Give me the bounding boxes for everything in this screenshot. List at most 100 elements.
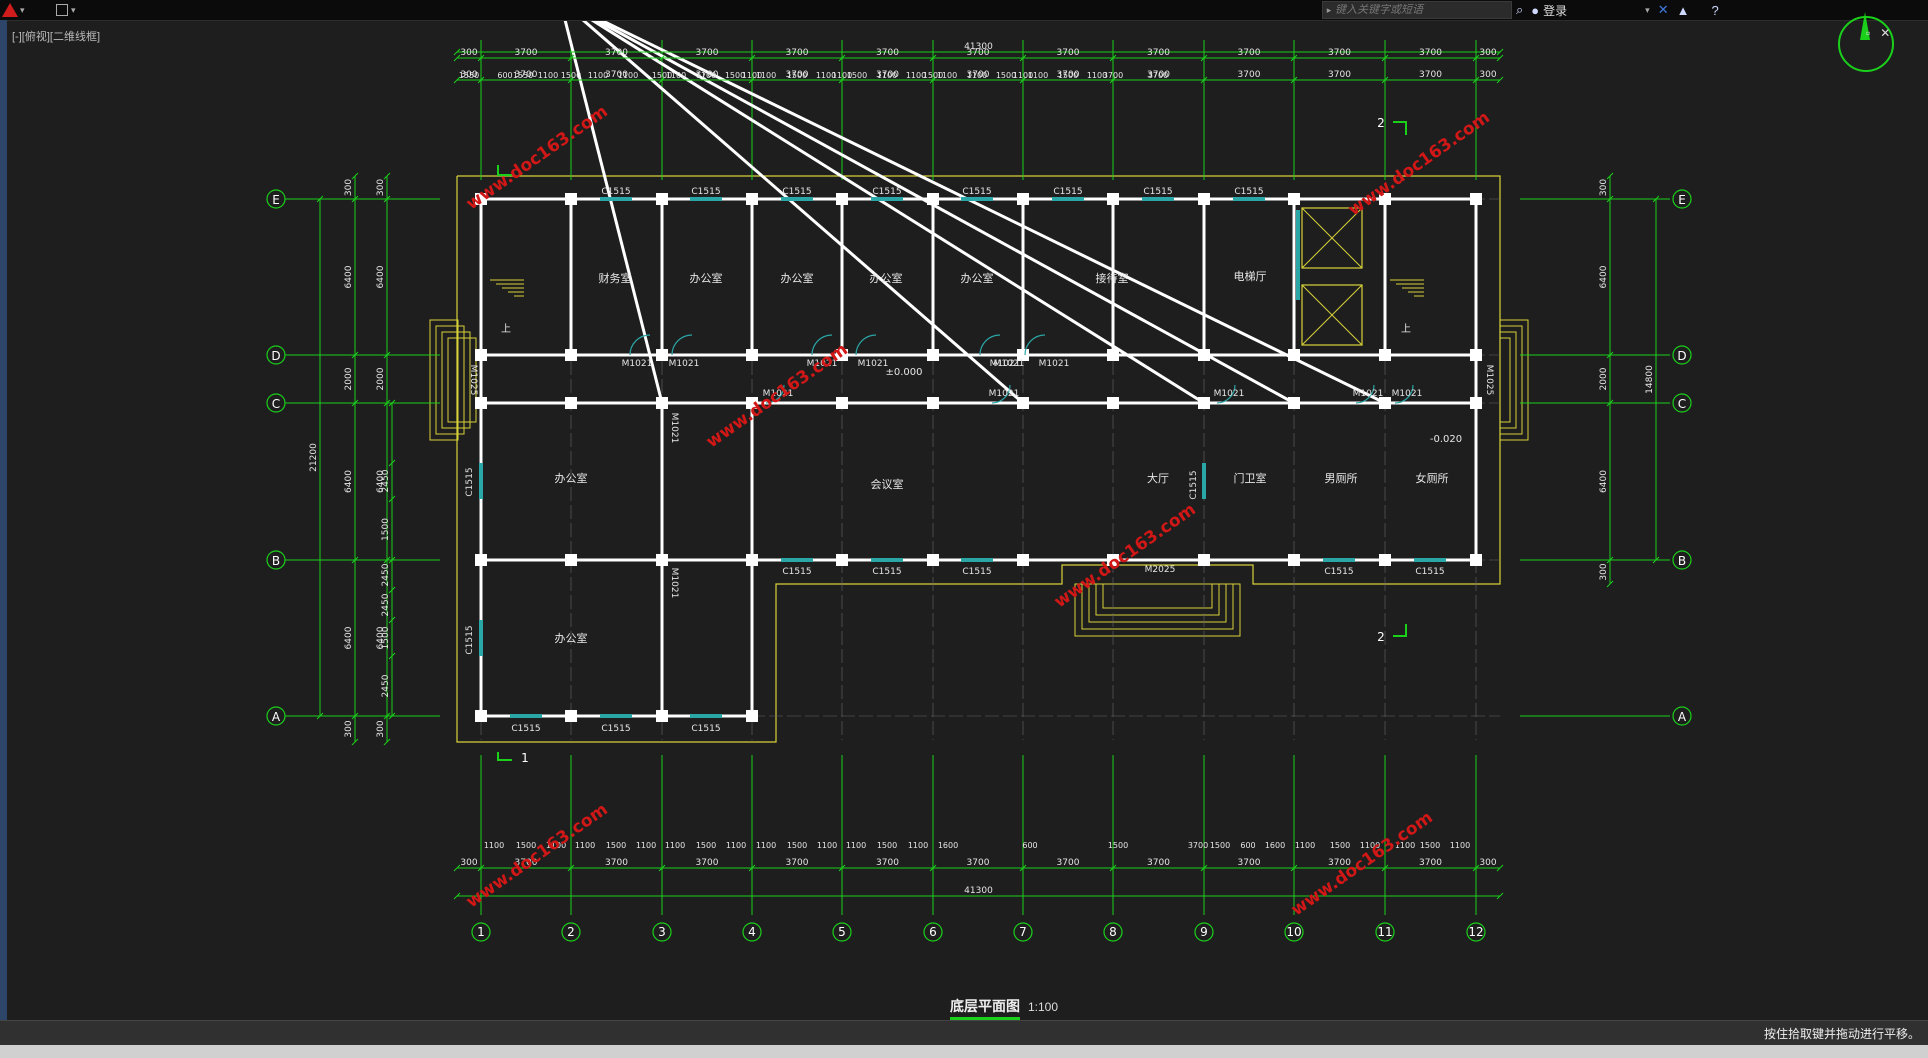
dim-detail-top-tick bbox=[1290, 76, 1298, 84]
room-label: 会议室 bbox=[871, 477, 904, 491]
entrance-steps bbox=[1088, 583, 1227, 623]
dim-right-tick bbox=[1606, 580, 1614, 588]
column bbox=[1379, 397, 1391, 409]
column bbox=[1107, 349, 1119, 361]
user-icon: ● bbox=[1531, 2, 1540, 18]
dim-right-tick bbox=[1606, 195, 1614, 203]
column bbox=[475, 349, 487, 361]
dim-detail-top-tick bbox=[1381, 76, 1389, 84]
dim-detail-top-label: 3700 bbox=[1419, 70, 1442, 80]
axis-bubble bbox=[923, 922, 943, 942]
column bbox=[475, 193, 487, 205]
dim-left-outer-tick bbox=[351, 195, 359, 203]
dim-detail-bottom-value: 1100 bbox=[546, 841, 566, 850]
dim-detail-top-value: 1100 bbox=[1013, 71, 1033, 80]
dim-major-top-tick bbox=[929, 54, 937, 62]
dim-detail-top-value: 1100 bbox=[937, 71, 957, 80]
dim-major-bottom-tick bbox=[1381, 864, 1389, 872]
quick-access-toolbar[interactable]: ▾ bbox=[56, 2, 94, 18]
exchange-icon[interactable]: ✕ bbox=[1657, 2, 1669, 17]
side-steps-left bbox=[429, 319, 459, 441]
window bbox=[781, 197, 813, 201]
room-label: 接待室 bbox=[1096, 271, 1129, 285]
dim-right-total-label: 14800 bbox=[1645, 365, 1655, 394]
window-label: C1515 bbox=[601, 724, 630, 734]
column bbox=[565, 710, 577, 722]
axis-label: 5 bbox=[838, 925, 846, 939]
dim-left-inner-tick bbox=[388, 616, 396, 624]
dim-major-top-tick bbox=[1381, 54, 1389, 62]
dim-detail-bottom-value: 1100 bbox=[726, 841, 746, 850]
chevron-down-icon: ▾ bbox=[20, 4, 25, 15]
dim-detail-top-tick bbox=[477, 76, 485, 84]
dim-major-top-tick bbox=[1019, 54, 1027, 62]
column bbox=[746, 349, 758, 361]
dim-detail-top-value: 1550 bbox=[459, 71, 479, 80]
door-label: M1021 bbox=[1353, 389, 1384, 399]
dim-major-bottom-label: 3700 bbox=[1419, 858, 1442, 868]
window bbox=[479, 463, 483, 499]
restore-icon[interactable]: ▫ bbox=[1866, 26, 1871, 40]
chevron-right-icon: ▸ bbox=[1326, 4, 1332, 15]
application-menu-button[interactable]: ▾ bbox=[2, 1, 42, 19]
drawing-title: 底层平面图 bbox=[950, 996, 1020, 1020]
dim-detail-top-value: 1500 bbox=[847, 71, 867, 80]
dim-left-mid-label: 6400 bbox=[376, 470, 386, 493]
column bbox=[836, 397, 848, 409]
dim-major-bottom-label: 300 bbox=[1479, 858, 1496, 868]
side-steps-left bbox=[435, 325, 465, 435]
dim-left-total-tick bbox=[316, 195, 324, 203]
door-label: M1021 bbox=[990, 359, 1021, 369]
window bbox=[1296, 210, 1300, 300]
login-button[interactable]: ● 登录 bbox=[1531, 2, 1567, 19]
window-label: C1515 bbox=[1324, 567, 1353, 577]
axis-bubble bbox=[1194, 922, 1214, 942]
north-arrow-icon bbox=[1860, 12, 1870, 40]
dim-left-mid-tick bbox=[383, 399, 391, 407]
dim-detail-bottom-value: 1500 bbox=[1210, 841, 1230, 850]
axis-label: D bbox=[1677, 349, 1686, 363]
a360-icon[interactable]: ▲ bbox=[1676, 2, 1690, 18]
dim-detail-top-value: 1500 bbox=[923, 71, 943, 80]
chevron-down-icon[interactable]: ▾ bbox=[1645, 4, 1650, 15]
dim-detail-top-value: 1100 bbox=[696, 71, 716, 80]
dim-left-mid-tick bbox=[383, 712, 391, 720]
dim-major-top-tick bbox=[1109, 54, 1117, 62]
chevron-down-icon: ▾ bbox=[71, 4, 76, 15]
binoculars-icon[interactable]: ⌕ bbox=[1516, 2, 1524, 17]
dim-left-outer-label: 2000 bbox=[344, 367, 354, 390]
column bbox=[1017, 554, 1029, 566]
dim-detail-bottom-value: 1100 bbox=[1360, 841, 1380, 850]
elevator-cross bbox=[1301, 284, 1363, 346]
side-steps-right bbox=[1499, 337, 1511, 423]
dim-detail-top-tick bbox=[1109, 76, 1117, 84]
dim-left-mid-label: 6400 bbox=[376, 626, 386, 649]
search-box[interactable]: ▸ bbox=[1322, 1, 1512, 19]
axis-bubble bbox=[1013, 922, 1033, 942]
close-icon[interactable]: ✕ bbox=[1880, 26, 1891, 40]
column bbox=[1470, 554, 1482, 566]
dim-major-bottom-label: 300 bbox=[460, 858, 477, 868]
search-input[interactable] bbox=[1335, 4, 1495, 16]
column bbox=[565, 193, 577, 205]
dim-detail-top-value: 1100 bbox=[588, 71, 608, 80]
door-label: M1025 bbox=[1484, 365, 1494, 396]
room-label: 男厕所 bbox=[1325, 472, 1358, 485]
entrance-steps bbox=[1074, 583, 1241, 637]
column bbox=[1288, 349, 1300, 361]
dim-major-bottom-tick bbox=[1019, 864, 1027, 872]
axis-label: B bbox=[272, 554, 280, 568]
axis-label: B bbox=[1678, 554, 1686, 568]
help-icon[interactable]: ? bbox=[1711, 2, 1719, 18]
viewcube-compass[interactable] bbox=[1838, 12, 1894, 72]
dim-detail-bottom-value: 1600 bbox=[938, 841, 958, 850]
viewport-label[interactable]: [-][俯视][二维线框] bbox=[12, 31, 100, 43]
axis-bubble bbox=[1466, 922, 1486, 942]
dim-detail-top-label: 3700 bbox=[1328, 70, 1351, 80]
door-label: M1021 bbox=[994, 359, 1025, 369]
dim-detail-top-tick bbox=[1019, 76, 1027, 84]
dim-major-top-label: 3700 bbox=[1419, 48, 1442, 58]
door-swing bbox=[991, 384, 1011, 404]
toolbar-right: ⌕ ● 登录 ▾ ✕ ▲ ? bbox=[1516, 1, 1719, 19]
